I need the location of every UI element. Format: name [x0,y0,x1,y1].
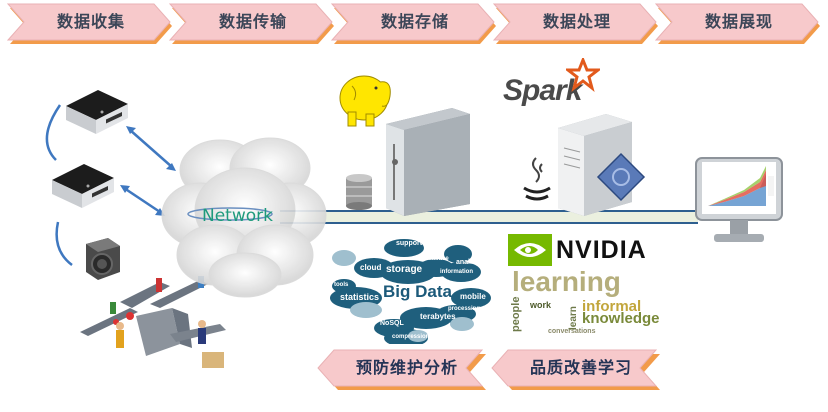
java-icon [523,157,551,201]
cloud-word: information [440,269,473,275]
nvidia-eye-icon [508,234,552,266]
feedback-label: 品质改善学习 [529,358,632,377]
double-arrow-icon [120,185,165,216]
chevron-shape [168,3,334,44]
cloud-word: support [396,240,423,247]
monitor-chart-icon [695,157,783,242]
stage-data-collection[interactable]: 数据收集 [6,3,174,44]
cloud-word: informal [582,298,642,315]
feedback-quality-improvement[interactable]: 品质改善学习 [491,349,662,390]
back-chevron-shape [491,349,660,390]
network-orbit-ring [187,207,273,221]
cloud-word: processing [448,306,481,312]
network-bus [280,211,698,223]
stage-label: 数据收集 [56,12,125,31]
cloud-word: mobile [460,292,486,301]
big-data-cloud-graphic [330,239,491,344]
cloud-word: cloud [360,263,382,272]
cloud-word: NoSQL [380,320,404,327]
chevron-shape [654,3,820,44]
back-chevron-shape [317,349,486,390]
stage-label: 数据展现 [704,12,773,31]
network-cloud-icon [161,137,327,298]
nvidia-logo-text: NVIDIA [556,236,647,264]
stage-label: 数据存储 [380,12,449,31]
cloud-word: storage [386,264,423,275]
chevron-shape [6,3,172,44]
cloud-word: people [510,296,522,332]
feedback-predictive-maintenance[interactable]: 预防维护分析 [317,349,488,390]
mini-pc-icon [52,164,114,208]
stage-data-transfer[interactable]: 数据传输 [168,3,336,44]
stage-data-storage[interactable]: 数据存储 [330,3,498,44]
stage-label: 数据处理 [542,12,611,31]
database-icon [346,174,372,210]
cloud-word: terabytes [420,312,456,321]
cloud-word: compression [392,334,430,340]
cloud-word: learn [568,306,579,330]
config-gear-icon [596,152,646,202]
cloud-word: analize [456,259,480,266]
learning-word-cloud: learning work informal knowledge convers… [508,266,660,342]
storage-server-icon [386,108,470,216]
spark-logo-text: Spark [503,74,582,107]
device-link-curve [55,221,73,266]
device-link-curve [45,104,62,161]
big-data-title: Big Data [383,282,452,301]
hadoop-elephant-icon [339,75,391,127]
network-label: Network [202,206,273,226]
spark-star-icon [566,58,600,92]
camera-icon [86,238,120,280]
cloud-word: Database [422,256,449,262]
mini-pc-icon [66,90,128,134]
factory-assembly-line-icon [80,276,226,368]
cloud-word: statistics [340,292,380,302]
feedback-label: 预防维护分析 [355,358,458,377]
cloud-word: tools [334,282,349,288]
cloud-word: knowledge [582,310,660,327]
stage-data-processing[interactable]: 数据处理 [492,3,660,44]
double-arrow-icon [126,126,176,171]
cloud-word: learning [512,266,621,297]
cloud-word: conversations [548,328,596,335]
stage-data-display[interactable]: 数据展现 [654,3,822,44]
cloud-word: work [530,300,552,310]
stage-label: 数据传输 [218,12,287,31]
chevron-shape [492,3,658,44]
chevron-shape [330,3,496,44]
